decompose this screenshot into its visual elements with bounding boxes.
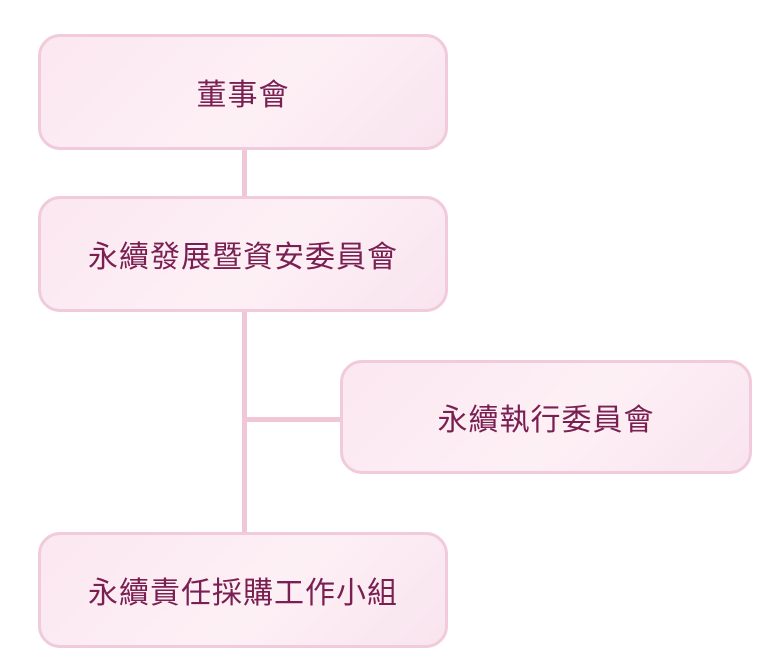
connector-board-to-committee (242, 148, 247, 198)
node-sustainability-executive-committee: 永續執行委員會 (340, 360, 752, 474)
node-board-of-directors: 董事會 (38, 34, 448, 150)
node-sustainability-security-committee: 永續發展暨資安委員會 (38, 196, 448, 312)
node-label: 永續執行委員會 (437, 403, 655, 438)
node-label: 董事會 (196, 78, 290, 113)
connector-main-trunk (242, 310, 247, 534)
node-label: 永續責任採購工作小組 (88, 576, 398, 611)
connector-branch-to-executive (242, 417, 343, 422)
node-label: 永續發展暨資安委員會 (88, 240, 398, 275)
node-responsible-procurement-group: 永續責任採購工作小組 (38, 532, 448, 648)
